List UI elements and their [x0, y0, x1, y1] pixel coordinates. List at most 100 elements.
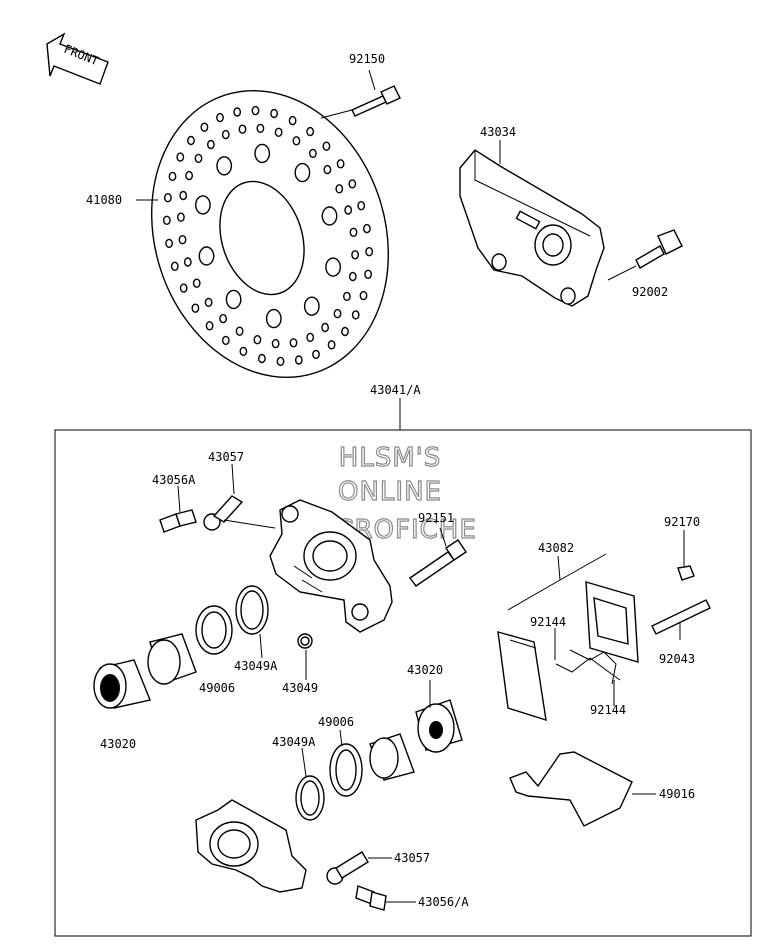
disc-hole: [238, 124, 247, 134]
bleeder-cap-upper: [203, 495, 244, 531]
piston-lower-a: [415, 699, 463, 753]
disc-hole: [348, 271, 357, 282]
pin-clip: [677, 565, 695, 581]
disc-hole: [254, 143, 271, 164]
label-92170: 92170: [664, 515, 700, 529]
disc-hole: [265, 308, 282, 329]
label-41080: 41080: [86, 193, 122, 207]
disc-hole: [251, 105, 260, 116]
disc-hole: [257, 353, 266, 364]
disc-hole: [194, 153, 203, 164]
disc-hole: [342, 291, 351, 302]
disc-hole: [162, 215, 171, 226]
disc-hole: [351, 310, 360, 320]
disc-hole: [303, 296, 320, 316]
label-92043: 92043: [659, 652, 695, 666]
disc-hole: [216, 156, 233, 176]
disc-hole: [194, 195, 211, 215]
label-92151: 92151: [418, 511, 454, 525]
disc-hole: [187, 135, 195, 146]
label-92150: 92150: [349, 52, 385, 66]
disc-hole: [256, 123, 265, 134]
disc-hole: [185, 170, 194, 181]
label-43034: 43034: [480, 125, 516, 139]
label-43082: 43082: [538, 541, 574, 555]
label-92002: 92002: [632, 285, 668, 299]
disc-bolt: [351, 85, 401, 117]
disc-hole: [364, 269, 372, 279]
disc-hole: [176, 152, 185, 162]
watermark-line-1: HLSM'S: [339, 443, 442, 473]
pad-spring-a: [555, 657, 621, 681]
label-43020-left: 43020: [100, 737, 136, 751]
disc-hole: [191, 303, 200, 313]
disc-hole: [348, 179, 357, 189]
piston-upper-a: [147, 633, 197, 685]
disc-hole: [362, 223, 371, 234]
disc-hole: [294, 162, 311, 183]
label-43057-lower: 43057: [394, 851, 430, 865]
disc-hole: [344, 205, 353, 215]
label-43049: 43049: [282, 681, 318, 695]
label-43049A-upper: 43049A: [234, 659, 278, 673]
disc-hole: [321, 322, 329, 333]
brake-pad-front: [497, 631, 547, 722]
disc-hole: [198, 246, 215, 266]
disc-hole: [176, 212, 185, 222]
label-43057-upper: 43057: [208, 450, 244, 464]
disc-hole: [323, 164, 332, 175]
disc-hole: [306, 332, 315, 343]
disc-hole: [200, 122, 209, 132]
front-arrow-icon: FRONT: [46, 32, 109, 85]
disc-hole: [168, 171, 177, 182]
label-43056A-lower: 43056/A: [418, 895, 469, 909]
disc-hole: [179, 190, 188, 201]
disc-hole: [204, 297, 213, 308]
disc-hole: [322, 141, 331, 151]
disc-hole: [312, 349, 320, 360]
disc-hole: [170, 261, 179, 271]
disc-hole: [335, 184, 344, 194]
disc-hole: [325, 257, 341, 277]
caliper-body-lower: [195, 799, 307, 893]
disc-hole: [289, 338, 298, 348]
disc-hole: [205, 321, 214, 331]
disc-hole: [183, 257, 192, 267]
label-49016: 49016: [659, 787, 695, 801]
label-49006-lower: 49006: [318, 715, 354, 729]
label-43049A-lower: 43049A: [272, 735, 316, 749]
label-43056A: 43056A: [152, 473, 196, 487]
disc-hole: [276, 356, 285, 367]
disc-hole: [288, 115, 297, 126]
disc-hole: [219, 313, 228, 324]
disc-hole: [274, 127, 283, 138]
pad-spring-plate: [509, 751, 633, 827]
disc-hole: [292, 136, 301, 146]
disc-hole: [165, 238, 174, 249]
bleeder-valve-lower: [355, 885, 387, 911]
bracket-bolt: [635, 229, 683, 269]
disc-hole: [270, 108, 278, 119]
caliper-bolt: [409, 539, 467, 587]
bleeder-cap-lower: [326, 851, 369, 885]
disc-hole: [206, 139, 215, 150]
caliper-bracket: [459, 149, 605, 307]
brake-disc: [150, 89, 390, 379]
disc-hole: [308, 148, 317, 159]
disc-hole: [192, 278, 201, 288]
disc-hole: [271, 338, 280, 349]
disc-hole: [239, 346, 248, 357]
disc-hole: [294, 355, 303, 365]
brake-pad-rear: [585, 581, 639, 663]
caliper-assembly-frame: [54, 429, 752, 937]
disc-hole: [233, 107, 242, 117]
label-92144-upper: 92144: [530, 615, 566, 629]
disc-hole: [357, 200, 366, 211]
disc-hole: [253, 335, 262, 345]
disc-hole: [179, 283, 188, 293]
disc-hole: [365, 246, 374, 257]
disc-hole: [225, 289, 242, 310]
label-43020-right: 43020: [407, 663, 443, 677]
disc-hole: [327, 340, 336, 350]
